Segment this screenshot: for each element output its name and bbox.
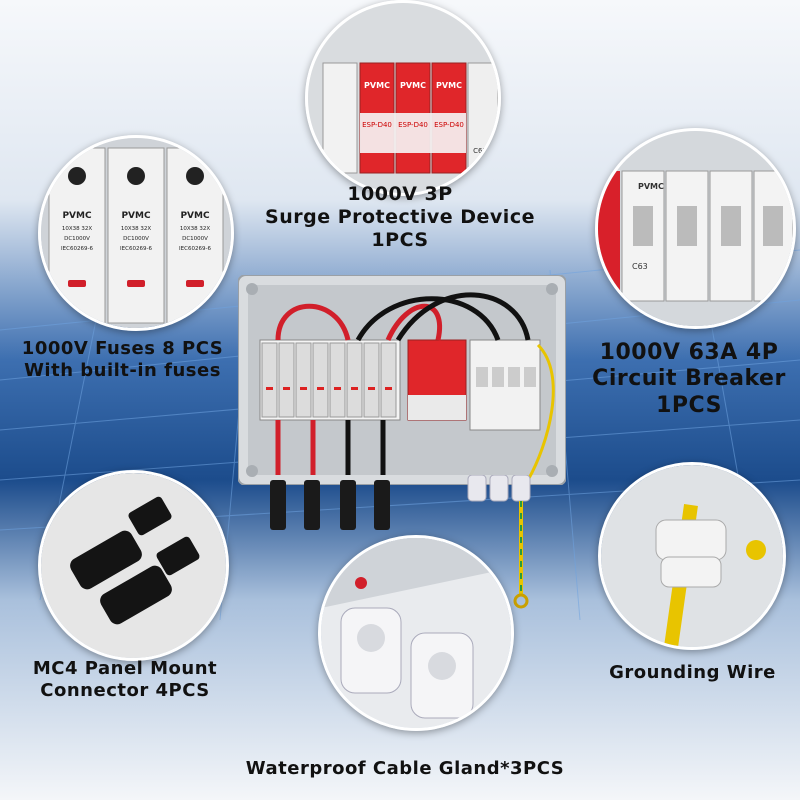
breaker-label-line1: 1000V 63A 4P (599, 340, 779, 365)
spd-label-line1: 1000V 3P (347, 183, 453, 205)
spd-model-3: ESP-D40 (434, 121, 464, 129)
spd-model-2: ESP-D40 (398, 121, 428, 129)
spd-brand-3: PVMC (436, 81, 462, 90)
fuse-brand-3: PVMC (180, 211, 210, 221)
spd-model-1: ESP-D40 (362, 121, 392, 129)
fuse-brand-2: PVMC (121, 211, 151, 221)
gland-closeup-graphic (321, 538, 511, 728)
breaker-closeup-graphic: PVMC C63 (598, 131, 793, 326)
fuse-brand-1: PVMC (62, 211, 92, 221)
spd-label-line3: 1PCS (371, 228, 429, 251)
gland-label-line1: Waterproof Cable Gland*3PCS (245, 758, 565, 779)
mc4-closeup-graphic (41, 473, 226, 658)
fuse-rating-1: 10X38 32X (62, 226, 93, 232)
gland-label: Waterproof Cable Gland*3PCS (200, 758, 610, 780)
fuse-std-1: IEC60269-6 (61, 246, 93, 252)
ground-label-line1: Grounding Wire (609, 662, 776, 683)
ground-closeup-graphic (601, 465, 783, 647)
gland-closeup (318, 535, 514, 731)
combiner-box-graphic (237, 274, 567, 486)
breaker-brand: PVMC (638, 182, 664, 191)
combiner-box (237, 274, 567, 609)
breaker-closeup: PVMC C63 (595, 128, 796, 329)
fuse-dc-3: DC1000V (182, 236, 208, 242)
fuse-std-2: IEC60269-6 (120, 246, 152, 252)
ground-closeup (598, 462, 786, 650)
fuse-dc-1: DC1000V (64, 236, 90, 242)
spd-label-line2: Surge Protective Device (265, 205, 535, 228)
spd-brand-1: PVMC (364, 81, 390, 90)
fuses-label-line2: With built-in fuses (24, 359, 221, 381)
ground-label: Grounding Wire (590, 662, 795, 684)
mc4-closeup (38, 470, 229, 661)
spd-breaker-model: C63 (473, 147, 487, 155)
gland-ground-graphic (467, 475, 531, 609)
mc4-connectors-graphic (270, 480, 390, 530)
fuses-label: 1000V Fuses 8 PCS With built-in fuses (5, 338, 240, 381)
fuses-label-line1: 1000V Fuses 8 PCS (21, 338, 224, 359)
breaker-label-line3: 1PCS (656, 392, 722, 418)
spd-closeup: PVMC PVMC PVMC ESP-D40 ESP-D40 ESP-D40 C… (305, 0, 501, 196)
breaker-model-label: C63 (632, 262, 648, 271)
mc4-label-line1: MC4 Panel Mount (32, 658, 218, 679)
fuses-closeup-graphic: PVMC PVMC PVMC 10X38 32X 10X38 32X 10X38… (41, 138, 231, 328)
fuse-dc-2: DC1000V (123, 236, 149, 242)
spd-brand-2: PVMC (400, 81, 426, 90)
breaker-label: 1000V 63A 4P Circuit Breaker 1PCS (578, 340, 800, 419)
spd-closeup-graphic: PVMC PVMC PVMC ESP-D40 ESP-D40 ESP-D40 C… (308, 3, 498, 193)
fuse-rating-3: 10X38 32X (180, 226, 211, 232)
mc4-label: MC4 Panel Mount Connector 4PCS (10, 658, 240, 701)
breaker-label-line2: Circuit Breaker (592, 366, 786, 392)
fuse-rating-2: 10X38 32X (121, 226, 152, 232)
fuse-std-3: IEC60269-6 (179, 246, 211, 252)
mc4-label-line2: Connector 4PCS (40, 679, 210, 701)
fuses-closeup: PVMC PVMC PVMC 10X38 32X 10X38 32X 10X38… (38, 135, 234, 331)
spd-label: 1000V 3P Surge Protective Device 1PCS (250, 183, 550, 251)
